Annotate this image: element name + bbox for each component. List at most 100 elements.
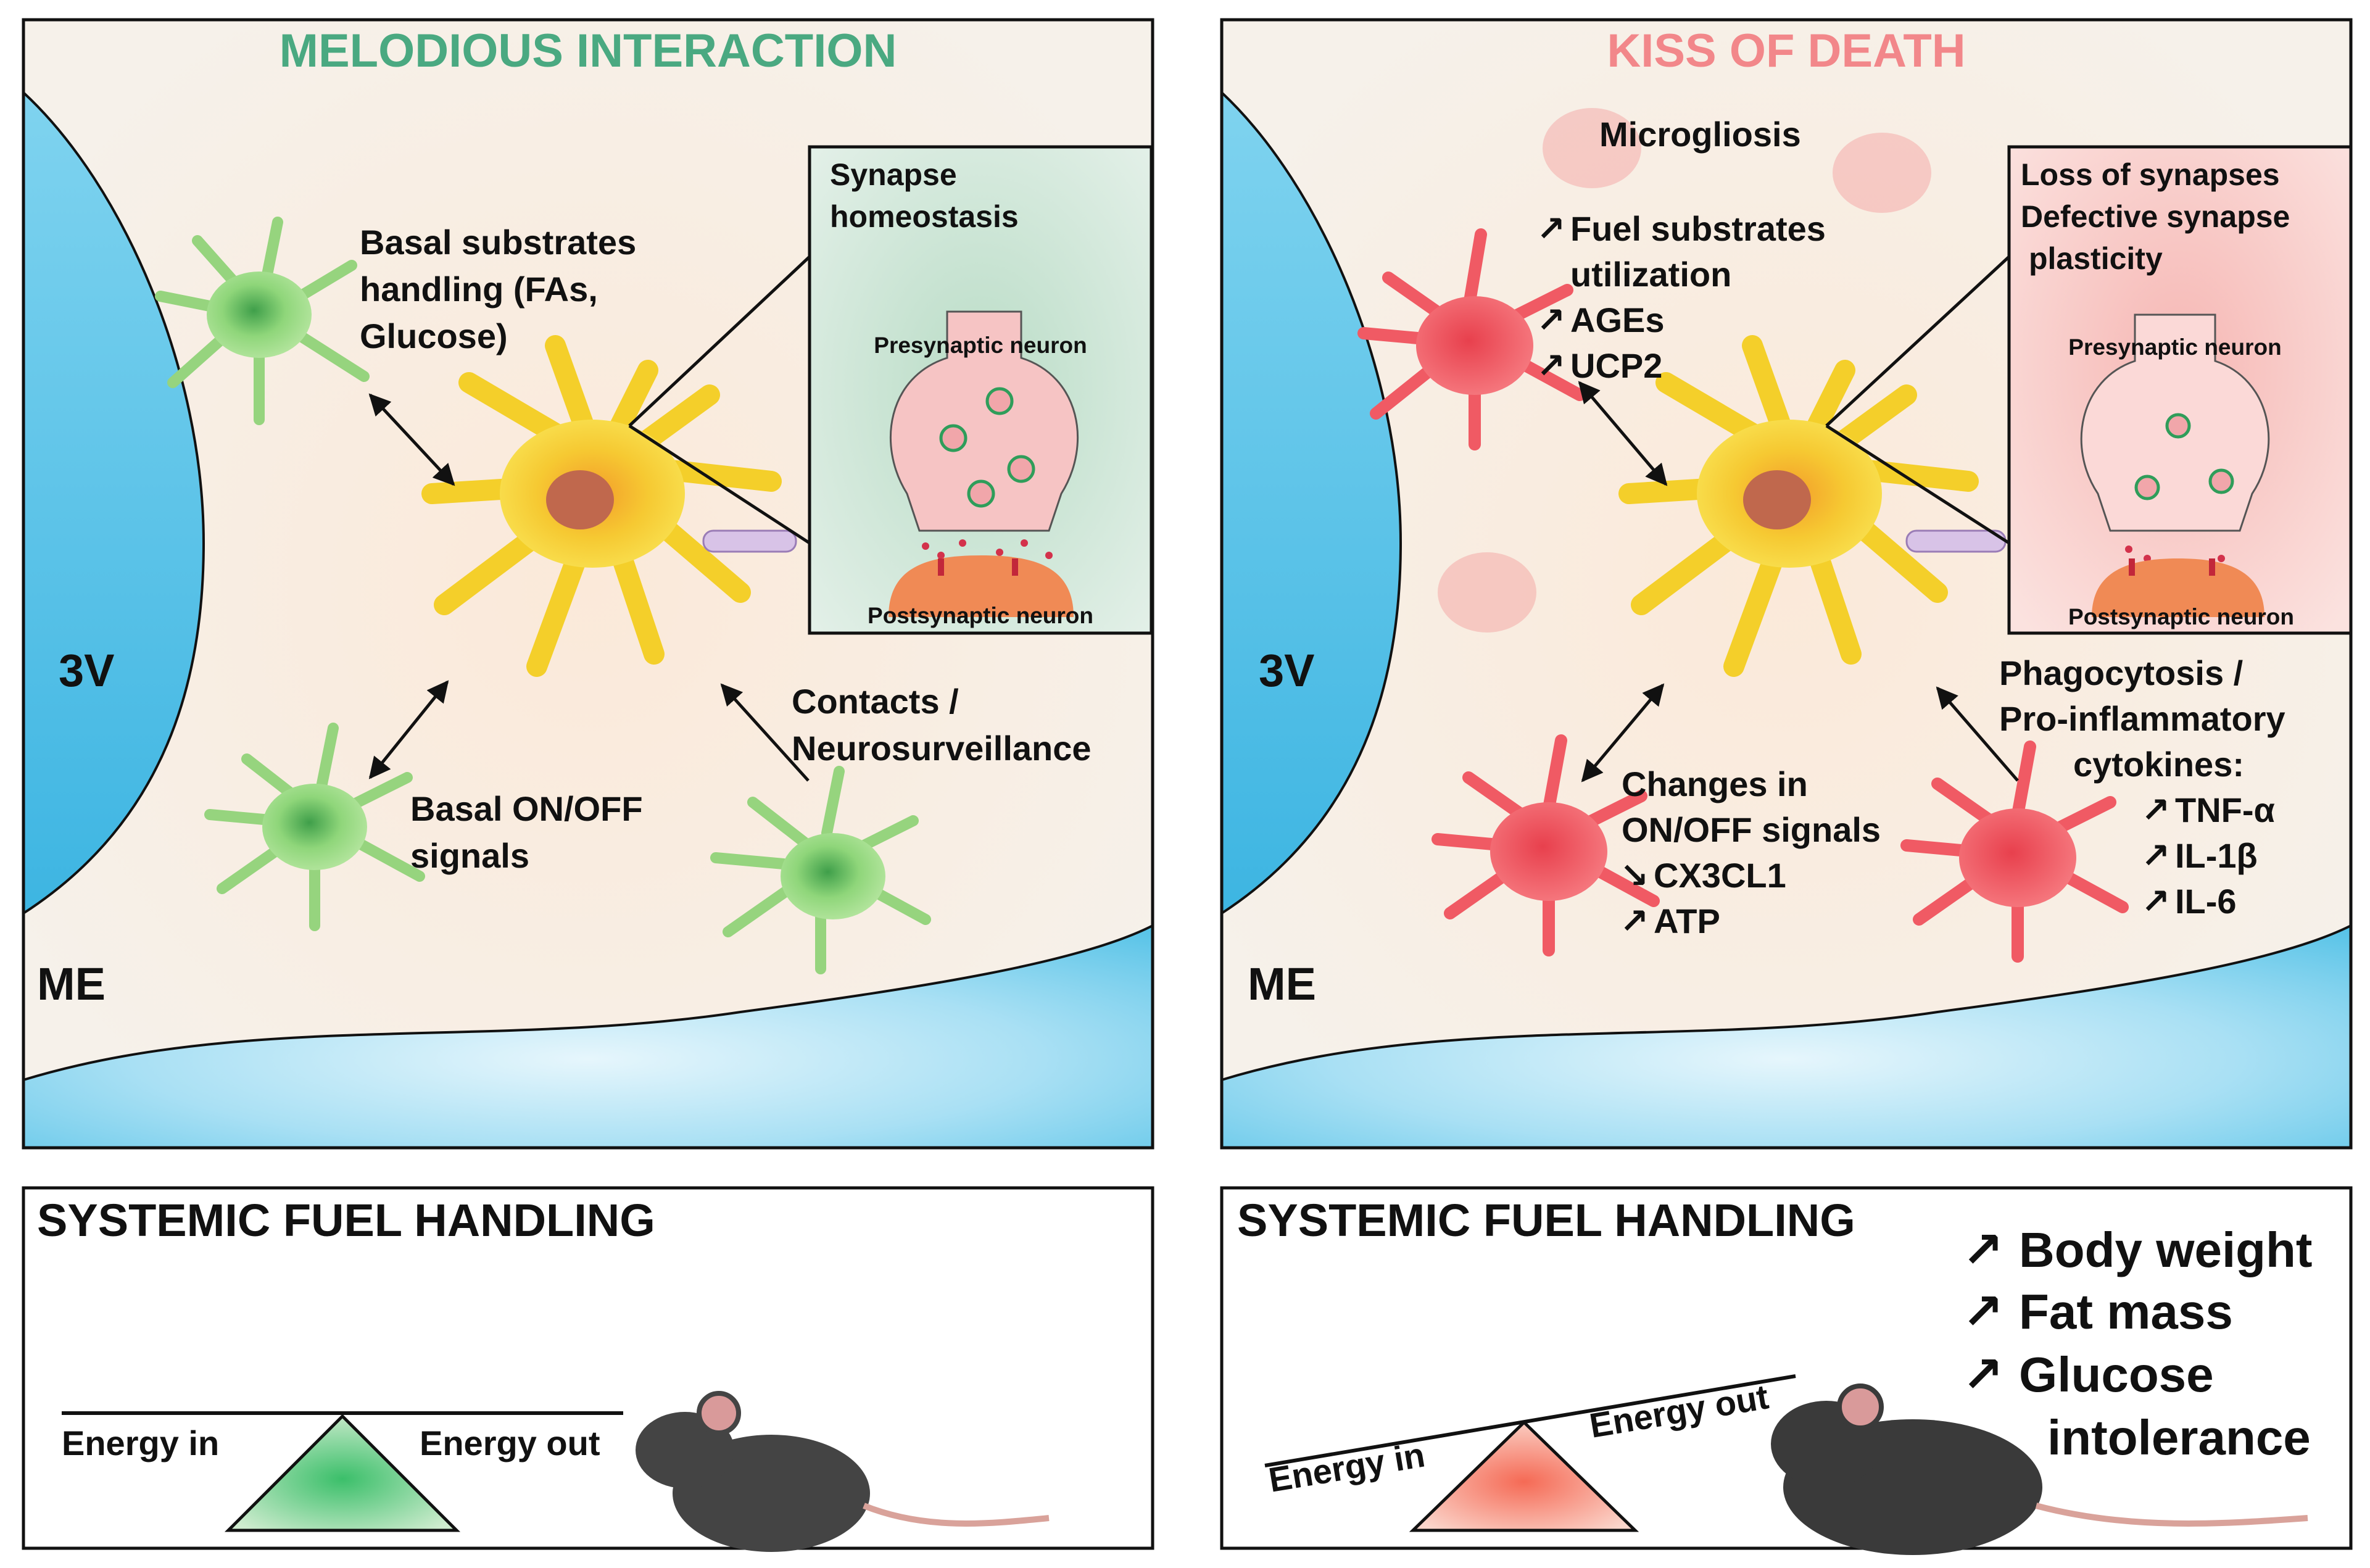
bottom-right-title: SYSTEMIC FUEL HANDLING (1237, 1195, 1855, 1246)
synapse-inset-left (808, 145, 1153, 635)
inset-zoom-line-top-right (1825, 255, 2010, 427)
phago-line-2: Pro-inflammatory (1999, 699, 2285, 738)
microglia-icon-top (155, 217, 370, 425)
arrow-fuel (1578, 381, 1668, 486)
left-panel-title: MELODIOUS INTERACTION (280, 25, 897, 77)
onoff-list-arrow-3: ↘ (1620, 856, 1649, 895)
astrocyte-icon (421, 335, 782, 677)
outcome-item-3: Glucose (2019, 1347, 2214, 1402)
outcomes-list: ↗ Body weight ↗ Fat mass ↗ Glucose intol… (1962, 1222, 2313, 1465)
label-onoff-line-2: signals (410, 836, 529, 875)
fuel-list-item-2: utilization (1570, 255, 1731, 294)
bottom-right-panel (1220, 1186, 2353, 1555)
fuel-list-item-1: Fuel substrates (1570, 209, 1826, 248)
reactive-microglia-icon-top (1357, 228, 1586, 450)
label-microgliosis: Microgliosis (1599, 115, 1801, 154)
reactive-microglia-icon-bottom-left (1432, 734, 1660, 956)
balance-fulcrum-right (1409, 1420, 1639, 1532)
outcome-item-4: intolerance (2047, 1410, 2311, 1465)
left-eminence-label: ME (37, 958, 106, 1010)
onoff-list: Changes in ON/OFF signals ↘ CX3CL1 ↗ ATP (1620, 765, 1881, 940)
left-inset-title-line-1: Synapse (830, 157, 957, 192)
label-contacts: Contacts / Neurosurveillance (792, 682, 1092, 768)
label-onoff-line-1: Basal ON/OFF (410, 789, 643, 828)
cytokine-item-2: IL-1β (2175, 836, 2258, 875)
cytokine-item-1: TNF-α (2175, 790, 2275, 829)
reactive-microglia-icon-bottom-right (1900, 740, 2129, 963)
phagocytosis-label: Phagocytosis / Pro-inflammatory cytokine… (1999, 653, 2285, 784)
fuel-list-arrow-1: ↗ (1536, 209, 1565, 248)
cytokine-arrow-1: ↗ (2141, 790, 2170, 829)
text-layer: MELODIOUS INTERACTION 3V ME Basal substr… (37, 25, 2313, 1500)
faded-microglia-icon (1438, 108, 1931, 633)
label-substrates-line-1: Basal substrates (360, 223, 636, 262)
synapse-inset-right (2007, 145, 2353, 635)
microglia-icon-bottom-right (710, 766, 931, 974)
fuel-list-item-4: UCP2 (1570, 346, 1662, 385)
right-ventricle-label: 3V (1259, 645, 1315, 696)
right-inset-title-line-2: Defective synapse (2021, 199, 2290, 234)
right-postsynaptic-label: Postsynaptic neuron (2068, 604, 2294, 629)
onoff-list-item-1: Changes in (1622, 765, 1808, 803)
right-top-panel (1220, 18, 2353, 1150)
outcome-arrow-2: ↗ (1962, 1284, 2003, 1339)
left-inset-title: Synapse homeostasis (830, 157, 1019, 234)
onoff-list-item-3: CX3CL1 (1654, 856, 1786, 895)
balance-beam-right (1264, 1374, 1796, 1467)
onoff-list-item-2: ON/OFF signals (1622, 810, 1881, 849)
onoff-list-item-4: ATP (1654, 902, 1720, 940)
outcome-item-2: Fat mass (2019, 1284, 2233, 1339)
fuel-list: ↗ Fuel substrates utilization ↗ AGEs ↗ U… (1536, 209, 1826, 385)
left-presynaptic-label: Presynaptic neuron (874, 333, 1087, 358)
cytokine-arrow-2: ↗ (2141, 836, 2170, 875)
axon-icon (702, 529, 797, 553)
microglia-icon-bottom-left (204, 723, 425, 931)
bottom-left-panel (22, 1186, 1154, 1552)
right-median-eminence (1220, 923, 2352, 1149)
onoff-list-arrow-4: ↗ (1620, 902, 1649, 940)
left-ventricle-label: 3V (59, 645, 115, 696)
right-inset-title-line-1: Loss of synapses (2021, 157, 2280, 192)
right-eminence-label: ME (1248, 958, 1316, 1010)
left-postsynaptic-label: Postsynaptic neuron (868, 603, 1093, 628)
fuel-list-arrow-4: ↗ (1536, 346, 1565, 385)
label-substrates-line-2: handling (FAs, (360, 270, 598, 309)
right-presynaptic-label: Presynaptic neuron (2068, 334, 2281, 360)
energy-out-left: Energy out (420, 1424, 600, 1462)
arrow-phagocytosis (1936, 686, 2019, 782)
label-basal-substrates: Basal substrates handling (FAs, Glucose) (360, 223, 636, 355)
energy-in-left: Energy in (62, 1424, 219, 1462)
left-ventricle (22, 89, 205, 916)
label-substrates-line-3: Glucose) (360, 317, 508, 355)
label-contacts-line-1: Contacts / (792, 682, 959, 721)
fuel-list-arrow-3: ↗ (1536, 301, 1565, 339)
right-inset-title-line-3: plasticity (2029, 241, 2163, 276)
mouse-icon-left (636, 1391, 1050, 1552)
bottom-left-title: SYSTEMIC FUEL HANDLING (37, 1195, 655, 1246)
arrow-changes-onoff (1581, 683, 1665, 782)
label-contacts-line-2: Neurosurveillance (792, 729, 1092, 768)
arrow-onoff (368, 680, 449, 779)
postsynaptic-terminal-icon (889, 555, 1074, 617)
right-inset-title: Loss of synapses Defective synapse plast… (2021, 157, 2290, 276)
cytokine-item-3: IL-6 (2175, 882, 2237, 921)
mouse-icon-right (1771, 1383, 2308, 1555)
outcome-arrow-3: ↗ (1962, 1347, 2003, 1402)
astrocyte-icon-right (1618, 335, 1979, 677)
phago-line-1: Phagocytosis / (1999, 653, 2244, 692)
arrow-contacts (720, 683, 810, 782)
outcome-arrow-1: ↗ (1962, 1222, 2003, 1277)
left-top-panel (22, 18, 1154, 1150)
outcome-item-1: Body weight (2019, 1222, 2313, 1277)
right-panel-title: KISS OF DEATH (1607, 25, 1965, 77)
axon-icon-right (1905, 529, 2007, 553)
inset-zoom-line-top (628, 255, 811, 427)
left-inset-title-line-2: homeostasis (830, 199, 1019, 234)
label-basal-onoff: Basal ON/OFF signals (410, 789, 643, 875)
inset-zoom-line-bottom (628, 424, 811, 545)
left-median-eminence (22, 923, 1154, 1149)
phago-line-3: cytokines: (2073, 745, 2244, 784)
inset-zoom-line-bottom-right (1825, 424, 2010, 545)
arrow-substrates (368, 393, 455, 486)
